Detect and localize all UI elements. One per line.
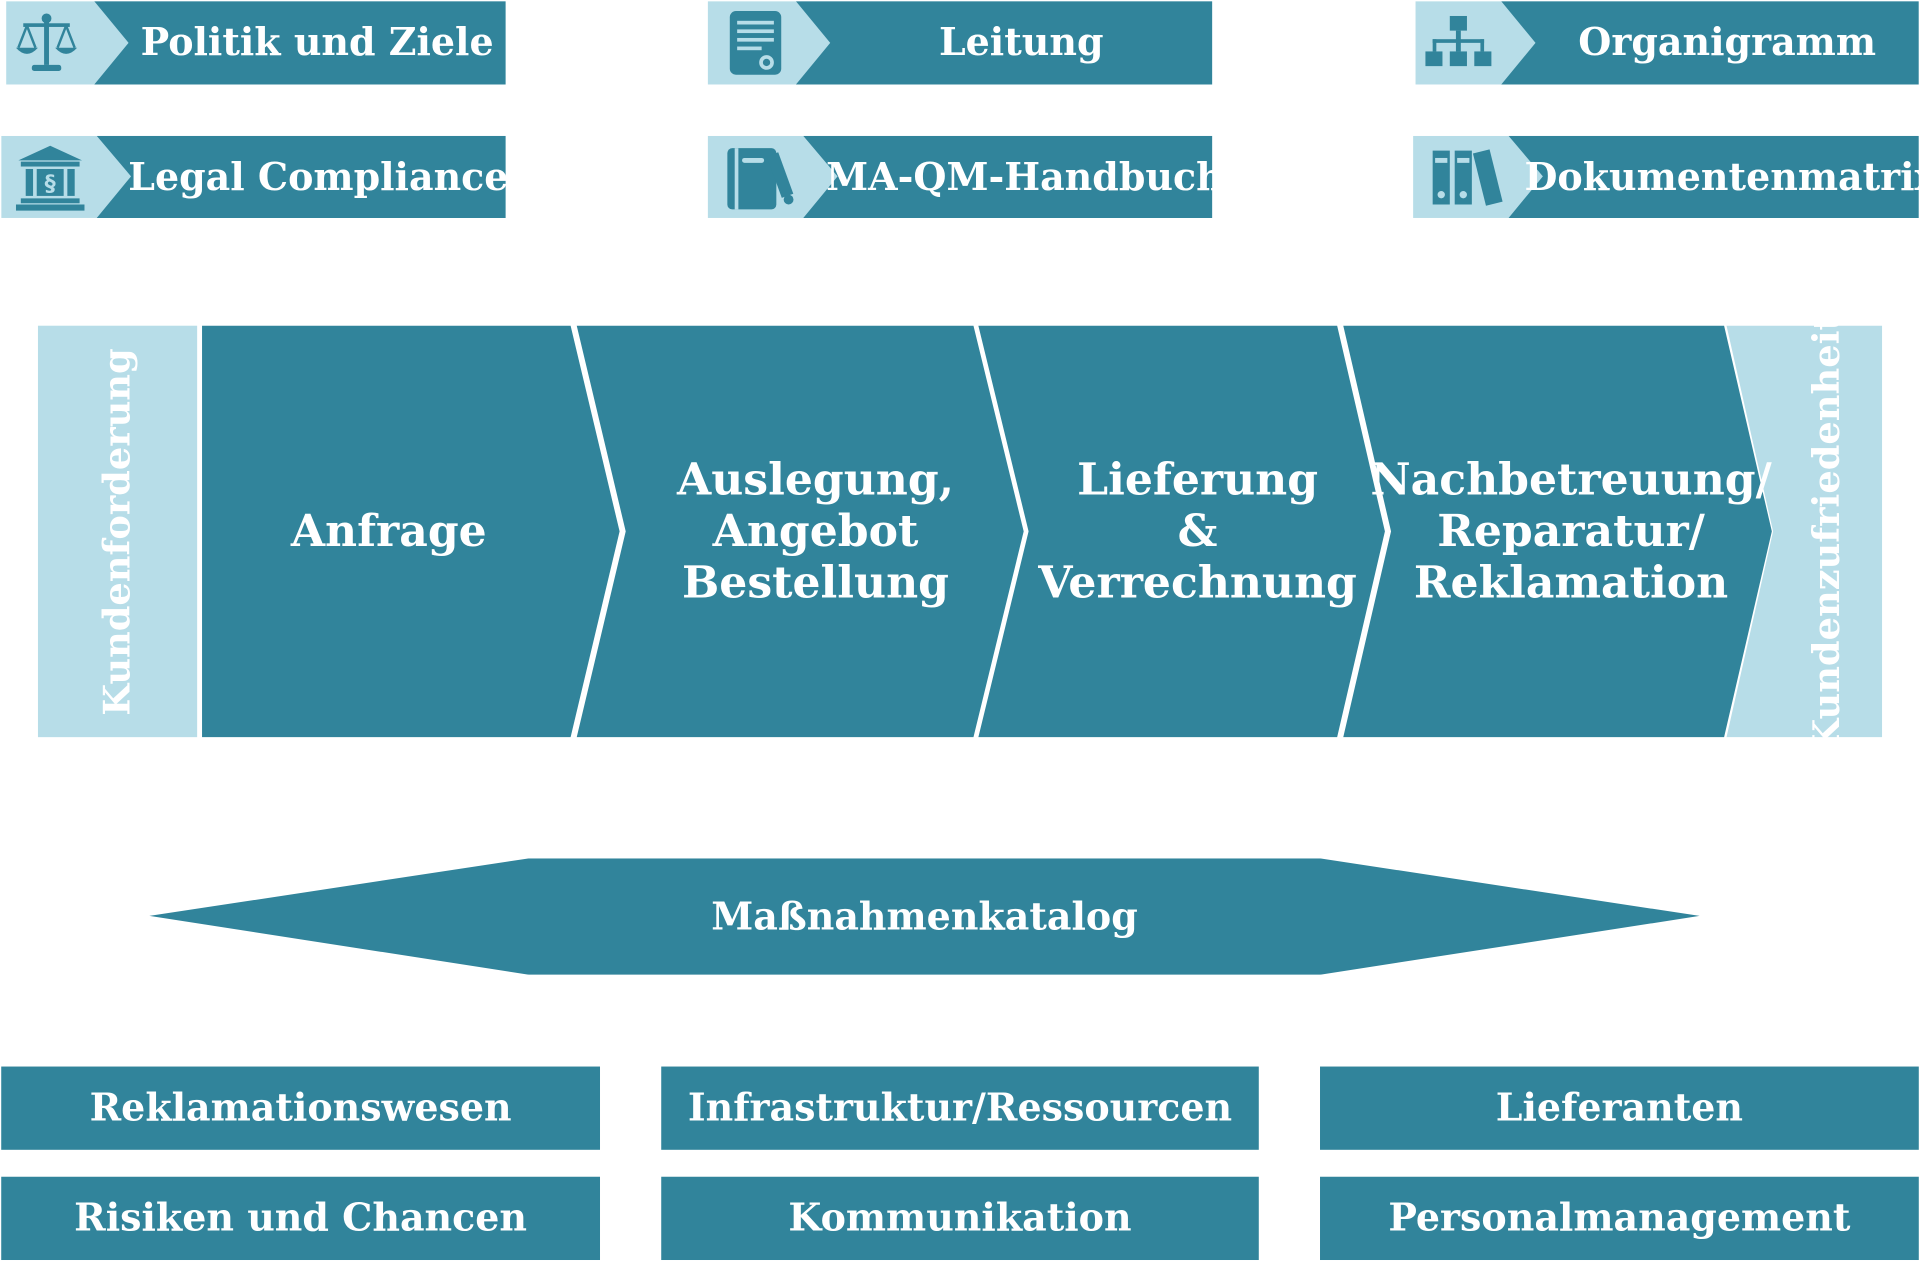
step-line: Verrechnung: [1038, 557, 1357, 609]
step-line: Nachbetreuung/: [1370, 454, 1772, 506]
process-step-3[interactable]: Lieferung & Verrechnung: [1016, 326, 1378, 737]
step-shape-2: [576, 325, 1024, 738]
svg-text:§: §: [45, 172, 56, 197]
top-link-shape: [1415, 1, 1919, 85]
process-input-label: Kundenforderung: [96, 347, 139, 716]
step-shape-1: [202, 325, 620, 738]
step-line: Reklamation: [1413, 557, 1729, 609]
top-link-label: Politik und Ziele: [140, 20, 494, 65]
certificate-icon: [725, 9, 786, 78]
top-link-politik[interactable]: Politik und Ziele: [6, 1, 506, 85]
top-link-shape: [707, 135, 1213, 218]
scales-icon: [13, 11, 79, 75]
support-lieferanten[interactable]: Lieferanten: [1320, 1066, 1919, 1150]
org-chart-icon: [1425, 15, 1492, 70]
process-chain-shapes: [37, 325, 1883, 738]
courthouse-icon: §: [15, 143, 85, 212]
top-link-shape: [707, 1, 1213, 85]
process-step-4[interactable]: Nachbetreuung/ Reparatur/ Reklamation: [1370, 326, 1771, 737]
step-line: Bestellung: [682, 557, 949, 609]
process-step-2[interactable]: Auslegung, Angebot Bestellung: [620, 326, 1012, 737]
top-link-leitung[interactable]: Leitung: [707, 1, 1213, 85]
step-shape-4: [1343, 325, 1772, 738]
top-link-dokumentenmatrix[interactable]: Dokumentenmatrix: [1413, 135, 1920, 218]
top-link-organigramm[interactable]: Organigramm: [1415, 1, 1919, 85]
top-link-handbuch[interactable]: MA-QM-Handbuch: [707, 135, 1224, 218]
handbook-icon: [725, 143, 796, 212]
process-input: Kundenforderung: [38, 326, 197, 737]
process-step-1[interactable]: Anfrage: [202, 326, 575, 737]
support-personalmanagement[interactable]: Personalmanagement: [1320, 1176, 1919, 1261]
step-line: Reparatur/: [1437, 505, 1705, 558]
catalog-banner[interactable]: Maßnahmenkatalog: [149, 858, 1700, 975]
support-reklamationswesen[interactable]: Reklamationswesen: [1, 1066, 601, 1150]
top-link-shape: [1, 135, 506, 218]
top-link-label: Organigramm: [1578, 20, 1877, 65]
step-line: Anfrage: [290, 505, 487, 558]
support-risiken[interactable]: Risiken und Chancen: [1, 1176, 601, 1261]
top-link-shape: [1413, 135, 1919, 218]
support-kommunikation[interactable]: Kommunikation: [661, 1176, 1259, 1261]
output-box: [1726, 325, 1883, 738]
top-link-label: MA-QM-Handbuch: [826, 154, 1224, 199]
top-link-label: Dokumentenmatrix: [1524, 154, 1920, 199]
catalog-label: Maßnahmenkatalog: [711, 894, 1138, 939]
input-box: [37, 325, 198, 738]
top-link-shape: [6, 1, 506, 85]
top-link-label: Legal Compliance: [128, 154, 509, 199]
process-output-label: Kundenzufriedenheit: [1806, 312, 1850, 750]
step-line: &: [1177, 505, 1218, 558]
catalog-shape: [149, 858, 1700, 975]
top-link-label: Leitung: [938, 20, 1104, 65]
step-line: Auslegung,: [677, 454, 955, 506]
support-infrastruktur[interactable]: Infrastruktur/Ressourcen: [661, 1066, 1259, 1150]
binders-icon: [1430, 148, 1506, 207]
step-line: Lieferung: [1077, 454, 1319, 506]
top-link-legal-compliance[interactable]: § Legal Compliance: [1, 135, 509, 218]
step-shape-3: [978, 325, 1385, 738]
process-output: Kundenzufriedenheit: [1773, 313, 1882, 750]
step-line: Angebot: [712, 505, 919, 558]
